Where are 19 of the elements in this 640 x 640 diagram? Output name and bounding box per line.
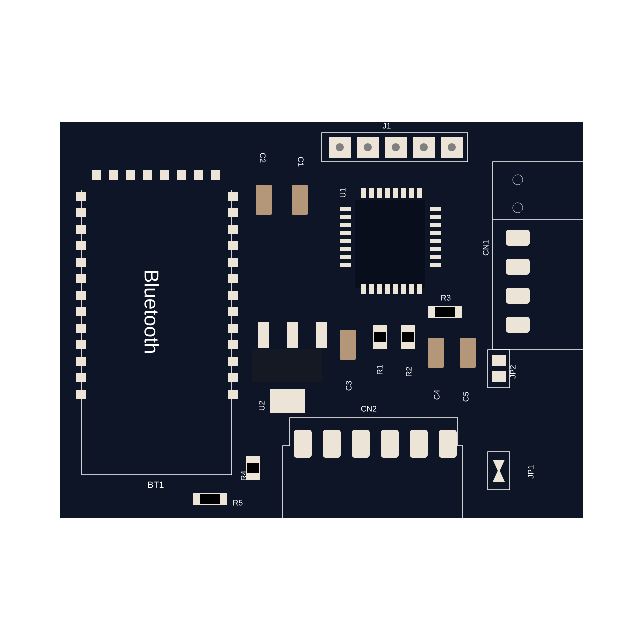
silkscreen-label: JP1 (528, 466, 534, 479)
silkscreen-label: BT1 (148, 482, 164, 488)
silkscreen-label: CN2 (361, 406, 377, 412)
silkscreen-label: CN1 (483, 240, 489, 256)
silkscreen-label: C1 (298, 157, 304, 167)
silkscreen-label: R2 (406, 367, 412, 376)
silkscreen-label: C3 (346, 381, 352, 391)
silkscreen-label: U2 (259, 401, 265, 410)
silkscreen-label: JP2 (510, 366, 516, 379)
silkscreen-label: R1 (377, 365, 383, 374)
silkscreen-label: R5 (234, 500, 243, 506)
silkscreen-label: R3 (442, 295, 451, 301)
silkscreen-label: C4 (434, 390, 440, 400)
silkscreen-label: R4 (241, 471, 247, 480)
silkscreen-label: Bluetooth (144, 271, 160, 353)
silkscreen-label: U1 (340, 188, 346, 198)
silkscreen-label: J1 (382, 123, 391, 129)
silkscreen-label: C5 (463, 392, 469, 402)
silkscreen-label: C2 (260, 153, 266, 163)
